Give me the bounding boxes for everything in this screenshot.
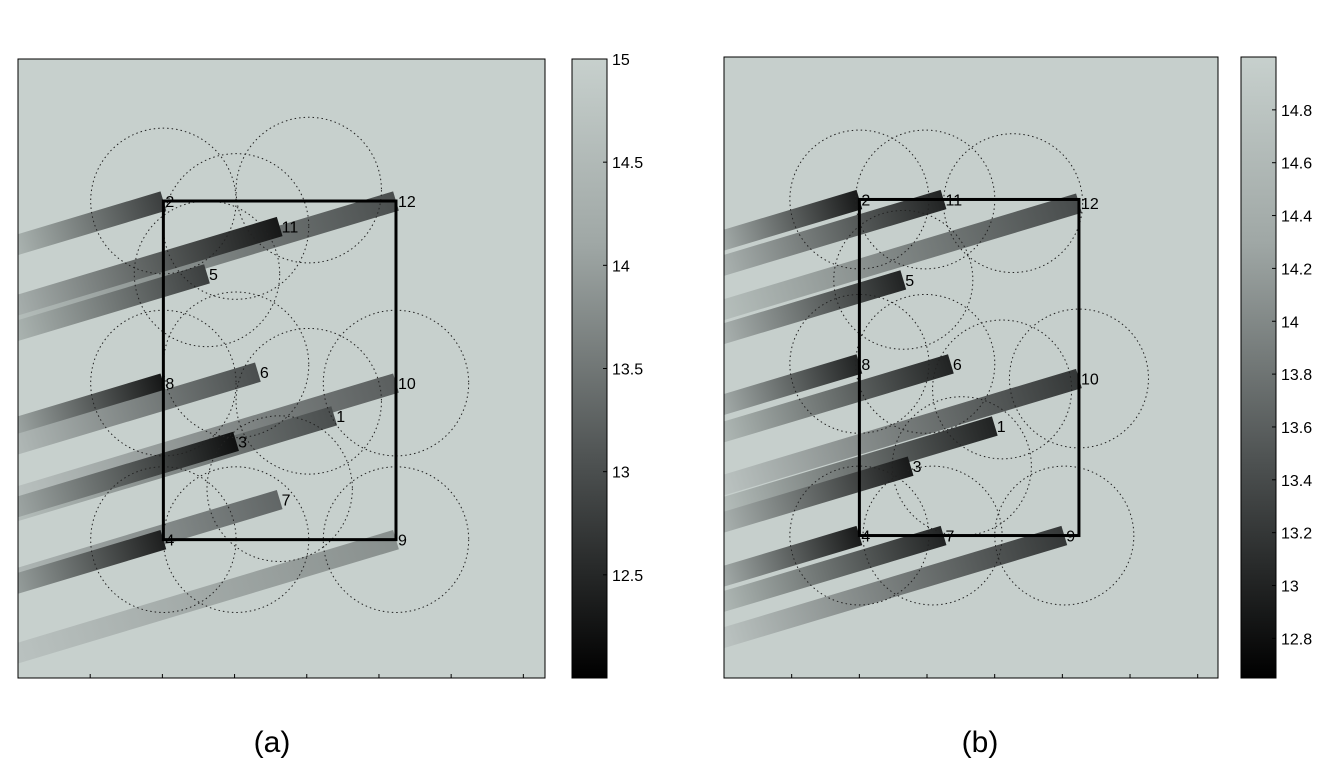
point-label-12: 12 (398, 194, 416, 211)
colorbar-tick-label: 14.6 (1281, 156, 1312, 173)
point-label-3: 3 (913, 459, 922, 476)
point-label-11: 11 (282, 219, 299, 236)
colorbar-tick-label: 15 (612, 52, 630, 69)
coverage-circle (235, 116, 382, 264)
point-label-3: 3 (238, 434, 247, 451)
caption-a: (a) (254, 726, 291, 759)
point-label-6: 6 (953, 357, 962, 374)
colorbar-tick-label: 12.8 (1281, 631, 1312, 648)
point-label-12: 12 (1081, 196, 1099, 213)
coverage-circle (943, 133, 1084, 274)
caption-b: (b) (962, 726, 999, 759)
beam-1 (724, 416, 998, 518)
colorbar-tick-label: 12.5 (612, 568, 643, 585)
beam-8 (724, 354, 863, 415)
region-rectangle (857, 197, 1081, 538)
beam-4 (724, 525, 863, 587)
point-label-5: 5 (209, 267, 218, 284)
beam-9 (18, 530, 399, 664)
colorbar-tick-label: 13.5 (612, 362, 643, 379)
beam-4 (18, 530, 167, 594)
colorbar-tick-label: 13.6 (1281, 420, 1312, 437)
region-rectangle (161, 199, 398, 542)
plot-background (18, 59, 545, 678)
colorbar-tick-label: 14 (1281, 314, 1299, 331)
point-label-11: 11 (946, 192, 963, 209)
colorbar-tick-label: 14.2 (1281, 261, 1312, 278)
point-label-6: 6 (260, 365, 269, 382)
beam-2 (724, 189, 863, 251)
colorbar-tick-label: 14.4 (1281, 209, 1312, 226)
point-label-1: 1 (997, 419, 1006, 436)
point-label-9: 9 (1066, 529, 1075, 546)
beam-5 (18, 264, 210, 341)
point-label-2: 2 (861, 192, 870, 209)
beam-2 (18, 191, 167, 256)
coverage-circle (162, 291, 310, 439)
point-label-7: 7 (282, 493, 291, 510)
point-label-4: 4 (861, 529, 870, 546)
beam-3 (724, 456, 914, 533)
beam-12 (724, 193, 1082, 321)
coverage-circle (206, 415, 353, 562)
point-label-7: 7 (946, 529, 955, 546)
plot-frame (723, 56, 1219, 679)
colorbar-tick-label: 14.8 (1281, 103, 1312, 120)
point-label-2: 2 (165, 194, 174, 211)
colorbar-tick-label: 13.8 (1281, 367, 1312, 384)
coverage-circle (162, 153, 310, 300)
colorbar-tick-label: 13.4 (1281, 473, 1312, 490)
point-label-10: 10 (1081, 371, 1099, 388)
plot-frame (17, 58, 546, 679)
colorbar-tick-label: 14.5 (612, 155, 643, 172)
colorbar-tick-label: 13 (612, 465, 630, 482)
colorbar (571, 58, 608, 679)
beam-7 (724, 525, 947, 612)
beam-9 (724, 525, 1068, 649)
point-label-8: 8 (165, 376, 174, 393)
coverage-circle (833, 209, 974, 350)
coverage-circle (855, 129, 996, 270)
beam-6 (724, 354, 954, 443)
colorbar-tick-label: 13.2 (1281, 526, 1312, 543)
coverage-circle (855, 293, 996, 434)
beam-8 (18, 373, 167, 438)
point-label-8: 8 (861, 357, 870, 374)
beam-5 (724, 270, 907, 345)
point-label-9: 9 (398, 533, 407, 550)
point-label-1: 1 (336, 409, 345, 426)
point-label-10: 10 (398, 376, 416, 393)
beam-6 (18, 362, 261, 455)
coverage-circle (932, 319, 1073, 460)
colorbar-tick-label: 13 (1281, 579, 1299, 596)
coverage-circle (235, 327, 382, 475)
colorbar-tick-label: 14 (612, 258, 630, 275)
beam-10 (724, 368, 1082, 496)
coverage-circle (994, 465, 1135, 606)
beam-11 (18, 216, 283, 316)
beam-3 (18, 431, 239, 518)
point-label-4: 4 (165, 533, 174, 550)
colorbar (1240, 56, 1277, 679)
point-label-5: 5 (905, 273, 914, 290)
